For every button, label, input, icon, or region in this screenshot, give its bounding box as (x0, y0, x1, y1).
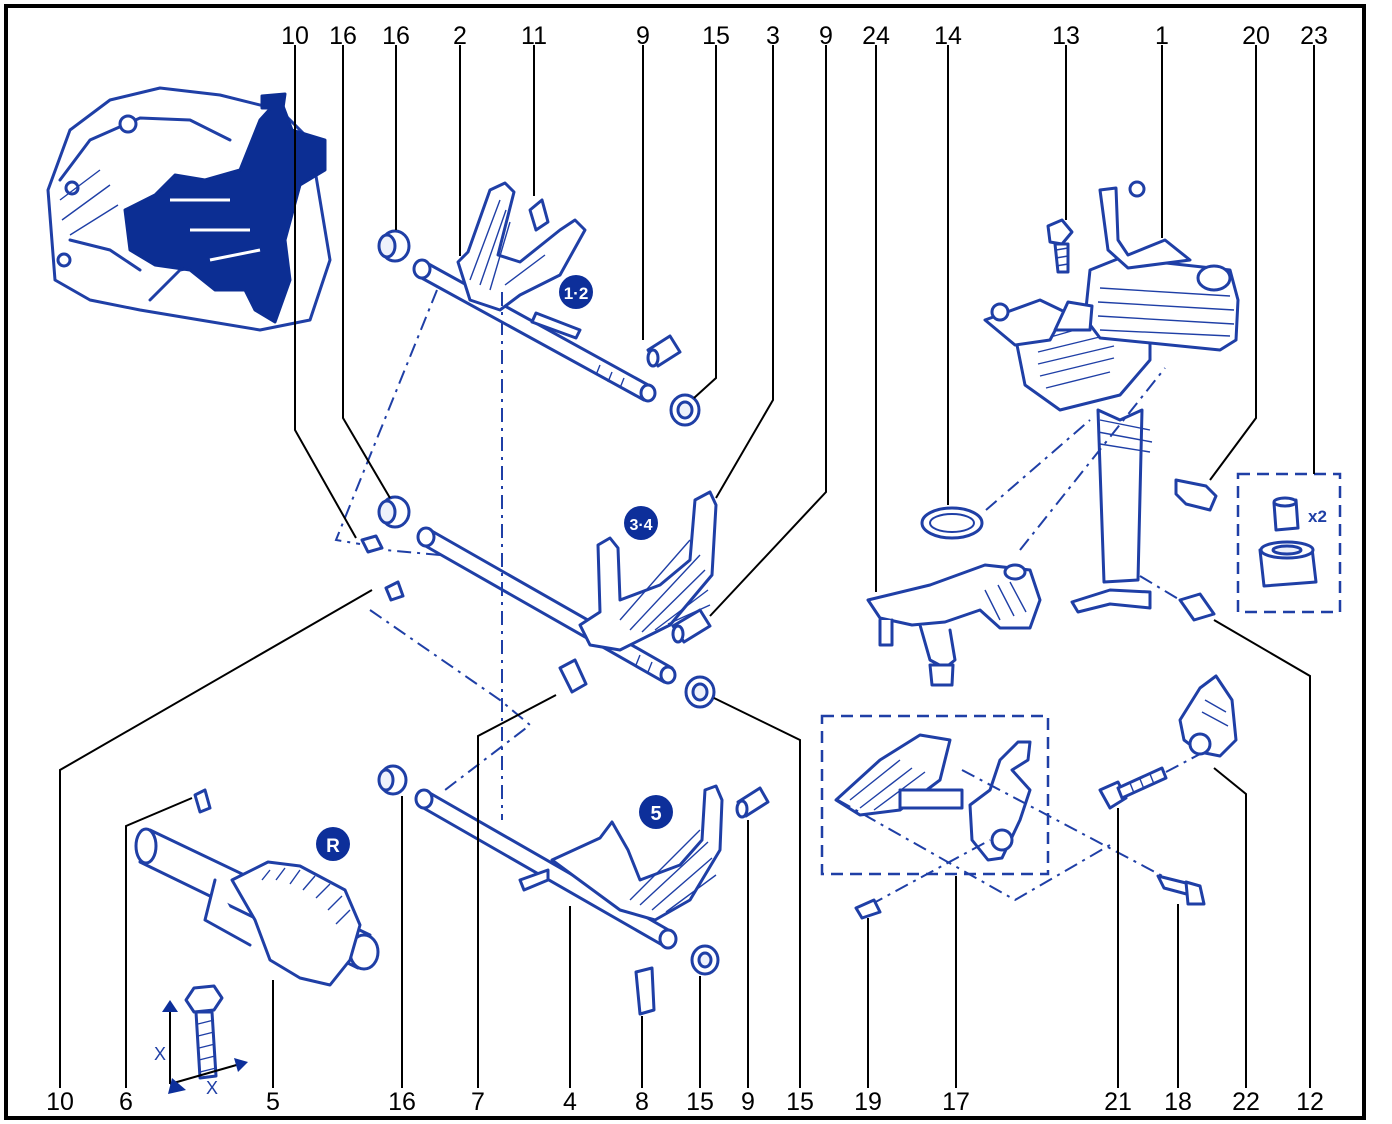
bush-16-top (377, 229, 411, 263)
shift-rail-5 (414, 788, 678, 950)
ring-15-mid (684, 675, 716, 709)
shift-fork-5 (550, 784, 724, 922)
bolt-dimension-icon: X X (154, 984, 248, 1098)
badge-1-2: 1·2 (559, 275, 593, 309)
label-15: 15 (786, 1088, 814, 1116)
label-16: 16 (382, 22, 410, 50)
label-13: 13 (1052, 22, 1080, 50)
label-19: 19 (854, 1088, 882, 1116)
plug-20 (1174, 478, 1218, 512)
kit-23-box: x2 (1236, 472, 1342, 614)
label-9: 9 (636, 22, 650, 50)
pin-19 (854, 898, 882, 920)
shift-fork-3-4 (578, 490, 718, 652)
alignment-line-bottom (369, 609, 532, 791)
pin-10-lower (384, 580, 405, 602)
plug-9-mid (671, 608, 712, 644)
dimension-label-horizontal: X (206, 1078, 218, 1098)
badge-3-4: 3·4 (624, 506, 658, 540)
bracket-22 (1178, 674, 1238, 758)
label-22: 22 (1232, 1088, 1260, 1116)
bush-16-mid (377, 495, 411, 529)
badge-reverse: R (316, 827, 350, 861)
bush-16-bottom (377, 764, 408, 796)
detent-spring-11 (528, 198, 550, 232)
roll-pin-8 (634, 966, 656, 1016)
label-21: 21 (1104, 1088, 1132, 1116)
label-9: 9 (819, 22, 833, 50)
kit-17-box (820, 714, 1050, 876)
label-5: 5 (266, 1088, 280, 1116)
label-16: 16 (388, 1088, 416, 1116)
gearbox-assembly-icon (46, 86, 332, 332)
label-10: 10 (46, 1088, 74, 1116)
top-labels: 10 16 16 2 11 9 15 3 9 24 14 13 1 20 23 (281, 22, 1328, 50)
ring-15-bottom (690, 944, 720, 976)
svg-text:5: 5 (650, 803, 661, 825)
label-10: 10 (281, 22, 309, 50)
label-24: 24 (862, 22, 890, 50)
label-8: 8 (635, 1088, 649, 1116)
label-20: 20 (1242, 22, 1270, 50)
pin-6 (193, 788, 212, 814)
label-3: 3 (766, 22, 780, 50)
alignment-line-oring (985, 419, 1091, 511)
bolt-13 (1046, 218, 1074, 274)
alignment-line-pin12 (1139, 575, 1181, 601)
badge-5: 5 (639, 795, 673, 829)
bottom-labels: 10 6 5 16 7 4 8 15 9 15 19 17 21 18 22 1… (46, 1088, 1324, 1116)
label-23: 23 (1300, 22, 1328, 50)
plug-9-top (646, 334, 682, 368)
label-15: 15 (702, 22, 730, 50)
label-7: 7 (471, 1088, 485, 1116)
label-2: 2 (453, 22, 467, 50)
label-9: 9 (741, 1088, 755, 1116)
plug-9-bottom (735, 786, 770, 819)
svg-text:1·2: 1·2 (564, 284, 589, 303)
alignment-line-kit17 (837, 799, 1111, 902)
reverse-idler-shaft (134, 827, 380, 987)
o-ring-14 (920, 506, 984, 540)
svg-text:3·4: 3·4 (629, 517, 652, 534)
alignment-line-bolt21 (1165, 753, 1201, 773)
label-17: 17 (942, 1088, 970, 1116)
gear-selector-mechanism (983, 180, 1240, 614)
alignment-line-pin19 (869, 839, 991, 906)
shift-fork-1-2 (456, 181, 587, 340)
bolt-18 (1156, 874, 1206, 906)
label-6: 6 (119, 1088, 133, 1116)
alignment-line-left (334, 289, 438, 545)
leader-lines (59, 45, 1315, 1088)
label-16: 16 (329, 22, 357, 50)
alignment-line-lever (1019, 367, 1166, 551)
alignment-line-pin (384, 549, 441, 556)
pin-10-upper (360, 534, 384, 554)
label-15: 15 (686, 1088, 714, 1116)
alignment-line-bolt18 (961, 769, 1171, 881)
label-18: 18 (1164, 1088, 1192, 1116)
ring-15-top (669, 393, 701, 427)
label-14: 14 (934, 22, 962, 50)
label-12: 12 (1296, 1088, 1324, 1116)
label-1: 1 (1155, 22, 1169, 50)
label-11: 11 (521, 22, 547, 50)
label-4: 4 (563, 1088, 577, 1116)
dimension-label-vertical: X (154, 1044, 166, 1064)
sleeve-7 (558, 658, 588, 694)
bolt-21 (1098, 766, 1168, 810)
selector-lever-24 (866, 563, 1042, 687)
pin-12 (1178, 592, 1216, 622)
svg-text:R: R (326, 836, 340, 857)
kit-quantity: x2 (1308, 507, 1327, 526)
